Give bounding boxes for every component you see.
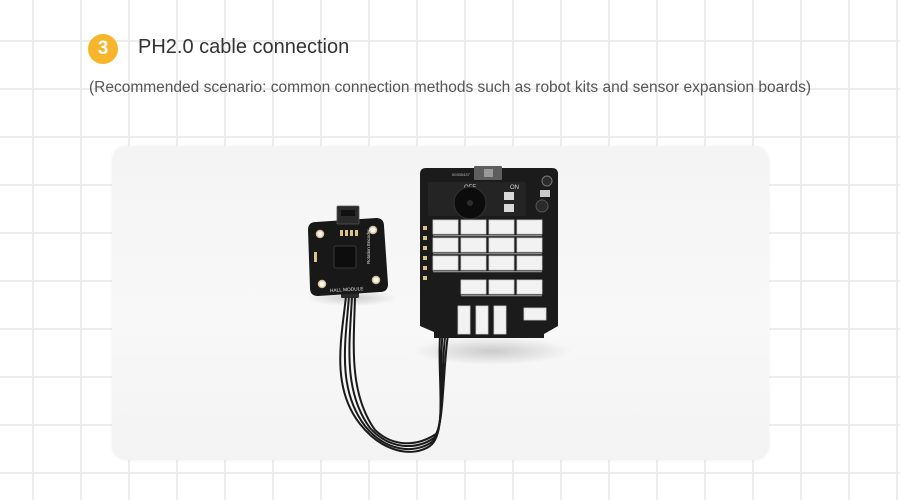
- board-shadow: [412, 337, 572, 365]
- page-subtitle: (Recommended scenario: common connection…: [89, 79, 811, 96]
- expansion-board: OFF ON 00330437: [420, 166, 558, 338]
- product-photo-illustration: OFF ON 00330437: [307, 166, 572, 453]
- switch-on-label: ON: [510, 185, 519, 191]
- sensor-chip: [333, 245, 357, 269]
- step-number-badge: 3: [88, 34, 118, 64]
- step-number: 3: [97, 38, 109, 59]
- ph2-connector-grid: [432, 219, 543, 295]
- sensor-module: Rotation Encoder HALL MODULE: [308, 205, 388, 296]
- board-code-label: 00330437: [452, 172, 471, 177]
- module-top-label: Rotation Encoder: [366, 229, 371, 264]
- page-title: PH2.0 cable connection: [138, 36, 350, 58]
- module-bottom-label: HALL MODULE: [330, 286, 364, 294]
- product-photo: OFF ON 00330437: [112, 146, 769, 460]
- vertical-connectors: [457, 305, 547, 335]
